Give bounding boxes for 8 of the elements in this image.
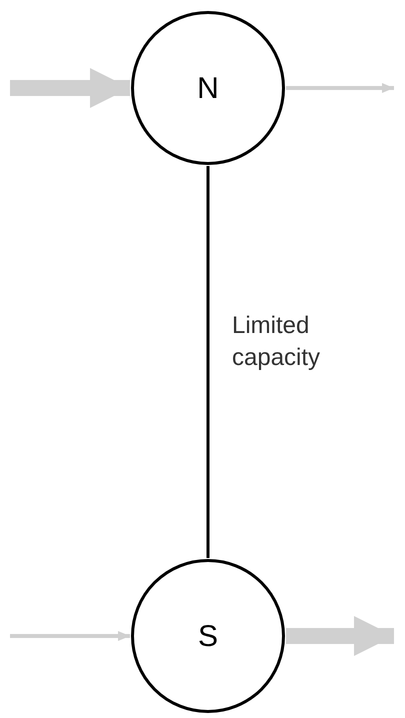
node-label: S	[198, 618, 218, 654]
edge-label: Limited capacity	[232, 311, 322, 373]
node-label: N	[197, 70, 219, 106]
arrow	[10, 631, 130, 641]
arrow	[286, 83, 394, 93]
connector-line	[206, 166, 210, 558]
arrow	[10, 68, 130, 108]
arrow	[286, 616, 394, 656]
